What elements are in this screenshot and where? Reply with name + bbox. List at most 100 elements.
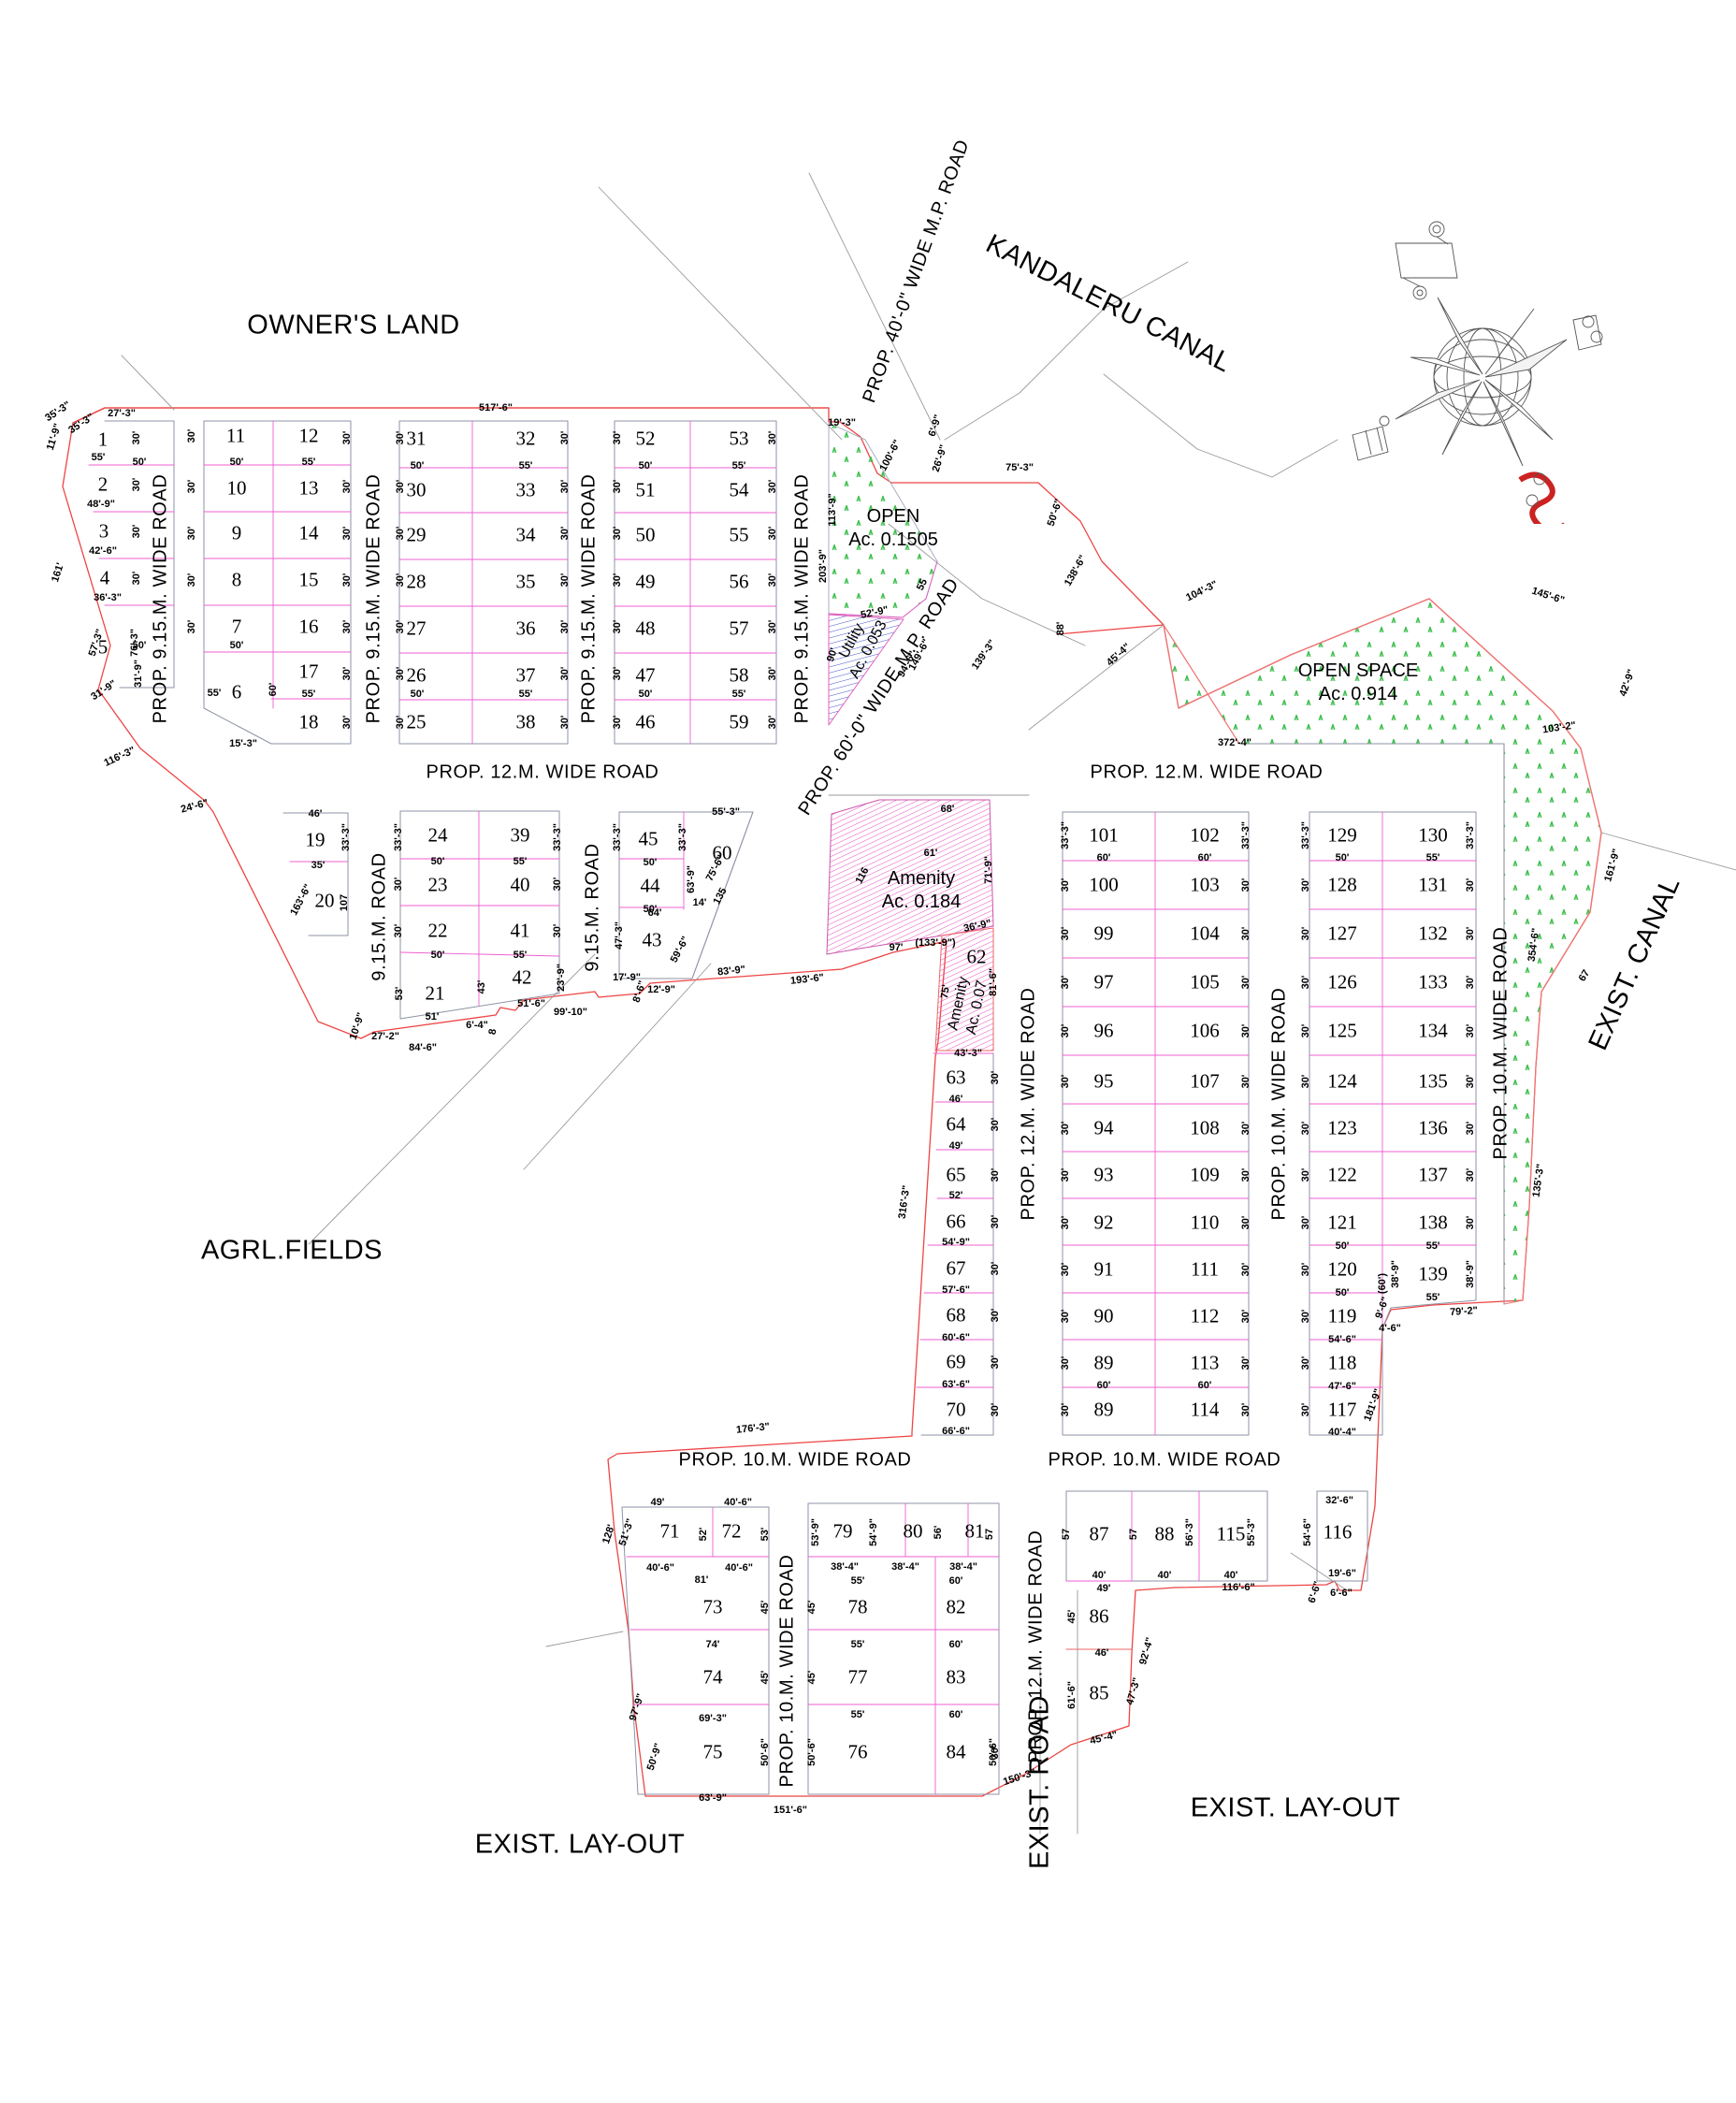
lot-number[interactable]: 123 [1327, 1116, 1357, 1139]
lot-number[interactable]: 51 [635, 478, 656, 501]
lot-number[interactable]: 32 [515, 427, 536, 450]
lot-number[interactable]: 72 [721, 1519, 742, 1543]
lot-number[interactable]: 130 [1418, 823, 1448, 847]
lot-number[interactable]: 67 [946, 1256, 966, 1280]
lot-number[interactable]: 136 [1418, 1116, 1448, 1139]
lot-number[interactable]: 26 [406, 663, 427, 687]
lot-number[interactable]: 27 [406, 616, 427, 640]
lot-number[interactable]: 50 [635, 523, 656, 546]
lot-number[interactable]: 96 [1093, 1019, 1114, 1042]
lot-number[interactable]: 81 [964, 1519, 985, 1543]
lot-number[interactable]: 95 [1093, 1069, 1114, 1093]
lot-number[interactable]: 39 [510, 823, 530, 847]
lot-number[interactable]: 43 [642, 928, 662, 951]
lot-number[interactable]: 21 [425, 981, 445, 1005]
lot-number[interactable]: 20 [314, 889, 335, 912]
lot-number[interactable]: 13 [298, 476, 319, 500]
lot-number[interactable]: 121 [1327, 1211, 1357, 1234]
lot-number[interactable]: 68 [946, 1303, 966, 1327]
lot-number[interactable]: 59 [729, 710, 749, 733]
lot-number[interactable]: 105 [1190, 970, 1220, 993]
lot-number[interactable]: 58 [729, 663, 749, 687]
lot-number[interactable]: 2 [97, 472, 108, 496]
lot-number[interactable]: 133 [1418, 970, 1448, 993]
lot-number[interactable]: 129 [1327, 823, 1357, 847]
lot-number[interactable]: 120 [1327, 1257, 1357, 1281]
lot-number[interactable]: 102 [1190, 823, 1220, 847]
lot-number[interactable]: 97 [1093, 970, 1114, 993]
lot-number[interactable]: 92 [1093, 1211, 1114, 1234]
lot-number[interactable]: 22 [427, 919, 448, 942]
lot-number[interactable]: 113 [1190, 1351, 1220, 1374]
lot-number[interactable]: 74 [702, 1665, 723, 1689]
lot-number[interactable]: 17 [298, 660, 319, 683]
lot-number[interactable]: 47 [635, 663, 656, 687]
lot-number[interactable]: 36 [515, 616, 536, 640]
lot-number[interactable]: 115 [1216, 1522, 1246, 1545]
lot-number[interactable]: 110 [1190, 1211, 1220, 1234]
lot-number[interactable]: 84 [946, 1740, 966, 1763]
lot-number[interactable]: 99 [1093, 921, 1114, 945]
lot-number[interactable]: 29 [406, 523, 427, 546]
lot-number[interactable]: 134 [1418, 1019, 1448, 1042]
lot-number[interactable]: 137 [1418, 1163, 1448, 1186]
lot-number[interactable]: 89 [1093, 1351, 1114, 1374]
lot-number[interactable]: 93 [1093, 1163, 1114, 1186]
lot-number[interactable]: 15 [298, 568, 319, 591]
lot-number[interactable]: 56 [729, 570, 749, 593]
lot-number[interactable]: 108 [1190, 1116, 1220, 1139]
lot-number[interactable]: 90 [1093, 1304, 1114, 1327]
lot-number[interactable]: 116 [1323, 1520, 1353, 1544]
lot-number[interactable]: 65 [946, 1163, 966, 1186]
lot-number[interactable]: 80 [903, 1519, 923, 1543]
lot-number[interactable]: 9 [231, 521, 242, 544]
lot-number[interactable]: 119 [1327, 1304, 1357, 1327]
lot-number[interactable]: 139 [1418, 1262, 1448, 1285]
lot-number[interactable]: 42 [512, 965, 532, 989]
lot-number[interactable]: 91 [1093, 1257, 1114, 1281]
lot-number[interactable]: 7 [231, 615, 242, 638]
lot-number[interactable]: 117 [1327, 1398, 1357, 1421]
lot-number[interactable]: 100 [1089, 873, 1119, 896]
lot-number[interactable]: 70 [946, 1398, 966, 1421]
lot-number[interactable]: 122 [1327, 1163, 1357, 1186]
lot-number[interactable]: 118 [1327, 1351, 1357, 1374]
lot-number[interactable]: 73 [702, 1595, 723, 1618]
lot-number[interactable]: 41 [510, 919, 530, 942]
lot-number[interactable]: 18 [298, 710, 319, 733]
lot-number[interactable]: 86 [1089, 1604, 1109, 1628]
lot-number[interactable]: 57 [729, 616, 749, 640]
lot-number[interactable]: 31 [406, 427, 427, 450]
lot-number[interactable]: 11 [225, 424, 246, 447]
lot-number[interactable]: 82 [946, 1595, 966, 1618]
lot-number[interactable]: 78 [847, 1595, 868, 1618]
lot-number[interactable]: 64 [946, 1112, 966, 1136]
lot-number[interactable]: 77 [847, 1665, 868, 1689]
lot-number[interactable]: 71 [659, 1519, 680, 1543]
lot-number[interactable]: 109 [1190, 1163, 1220, 1186]
lot-number[interactable]: 60 [712, 841, 732, 864]
lot-number[interactable]: 28 [406, 570, 427, 593]
lot-number[interactable]: 5 [97, 635, 108, 659]
lot-number[interactable]: 19 [305, 828, 326, 851]
lot-number[interactable]: 76 [847, 1740, 868, 1763]
lot-number[interactable]: 8 [231, 568, 242, 591]
lot-number[interactable]: 126 [1327, 970, 1357, 993]
lot-number[interactable]: 94 [1093, 1116, 1114, 1139]
lot-number[interactable]: 111 [1191, 1257, 1219, 1281]
lot-number[interactable]: 33 [515, 478, 536, 501]
lot-number[interactable]: 79 [832, 1519, 853, 1543]
lot-number[interactable]: 101 [1089, 823, 1119, 847]
lot-number[interactable]: 135 [1418, 1069, 1448, 1093]
lot-number[interactable]: 48 [635, 616, 656, 640]
lot-number[interactable]: 62 [966, 945, 987, 968]
lot-number[interactable]: 12 [298, 424, 319, 447]
lot-number[interactable]: 104 [1190, 921, 1220, 945]
lot-number[interactable]: 52 [635, 427, 656, 450]
lot-number[interactable]: 87 [1089, 1522, 1109, 1545]
lot-number[interactable]: 53 [729, 427, 749, 450]
lot-number[interactable]: 124 [1327, 1069, 1357, 1093]
lot-number[interactable]: 44 [640, 874, 660, 897]
lot-number[interactable]: 131 [1418, 873, 1448, 896]
lot-number[interactable]: 45 [638, 827, 658, 850]
